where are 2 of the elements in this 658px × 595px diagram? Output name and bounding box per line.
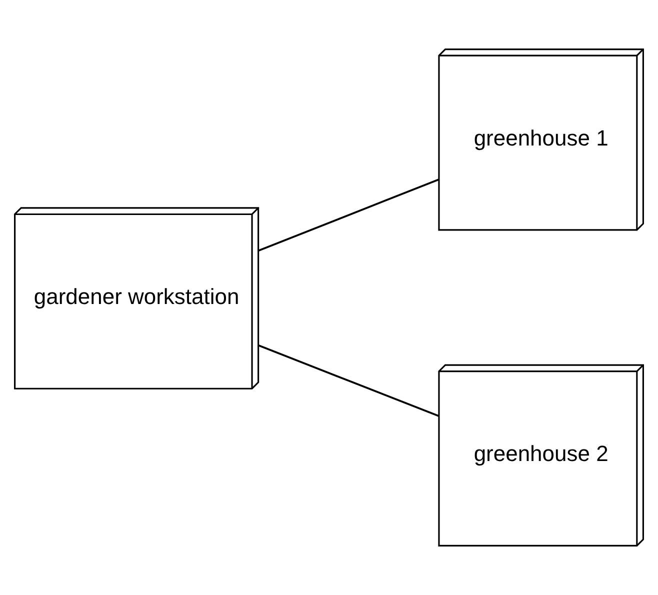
connector xyxy=(258,344,440,417)
connector xyxy=(258,178,440,252)
